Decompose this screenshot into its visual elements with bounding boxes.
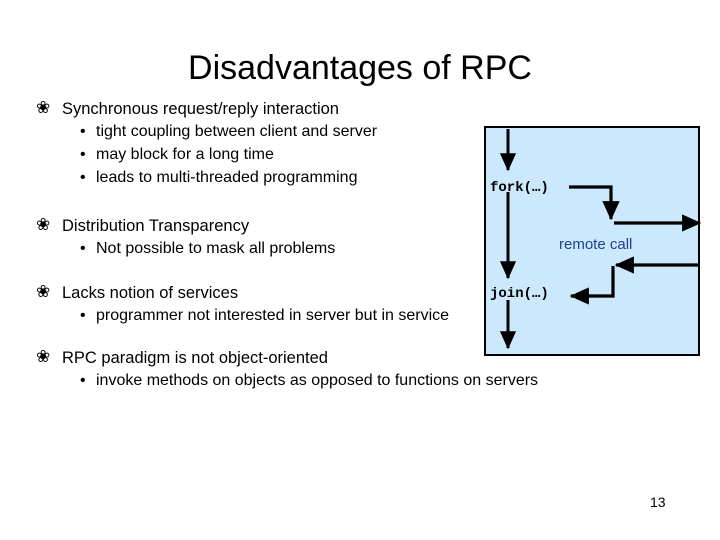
wingding-bullet-icon: ❀: [36, 98, 51, 118]
bullet-group-4: ❀ RPC paradigm is not object-oriented • …: [36, 347, 656, 392]
slide-body: ❀ Synchronous request/reply interaction …: [36, 98, 656, 392]
bullet-label: Distribution Transparency: [62, 217, 250, 235]
dot-bullet-icon: •: [80, 372, 86, 389]
sub-bullet-label: may block for a long time: [96, 146, 274, 163]
bullet-label: Synchronous request/reply interaction: [62, 100, 339, 118]
page-title: Disadvantages of RPC: [188, 49, 532, 87]
dot-bullet-icon: •: [80, 146, 86, 163]
dot-bullet-icon: •: [80, 169, 86, 186]
dot-bullet-icon: •: [80, 123, 86, 140]
sub-bullet-label: programmer not interested in server but …: [96, 307, 450, 324]
diagram-label-join: join(…): [490, 286, 549, 302]
spacer: [36, 327, 656, 347]
sub-bullet-item: • programmer not interested in server bu…: [36, 304, 656, 327]
diagram-label-fork: fork(…): [490, 180, 549, 196]
bullet-label: Lacks notion of services: [62, 284, 239, 302]
wingding-bullet-icon: ❀: [36, 215, 51, 235]
sub-bullet-label: leads to multi-threaded programming: [96, 169, 358, 186]
bullet-item: ❀ Distribution Transparency: [36, 215, 656, 237]
bullet-group-1: ❀ Synchronous request/reply interaction …: [36, 98, 656, 189]
sub-bullet-item: • tight coupling between client and serv…: [36, 120, 656, 143]
rpc-fork-join-diagram: [484, 126, 700, 356]
bullet-item: ❀ RPC paradigm is not object-oriented: [36, 347, 656, 369]
sub-bullet-item: • leads to multi-threaded programming: [36, 166, 656, 189]
page-number: 13: [650, 494, 666, 510]
bullet-label: RPC paradigm is not object-oriented: [62, 349, 328, 367]
dot-bullet-icon: •: [80, 240, 86, 257]
sub-bullet-item: • may block for a long time: [36, 143, 656, 166]
sub-bullet-label: tight coupling between client and server: [96, 123, 378, 140]
bullet-group-3: ❀ Lacks notion of services • programmer …: [36, 282, 656, 327]
sub-bullet-label: invoke methods on objects as opposed to …: [96, 372, 539, 389]
diagram-label-remote-call: remote call: [559, 236, 633, 253]
bullet-group-2: ❀ Distribution Transparency • Not possib…: [36, 215, 656, 260]
sub-bullet-item: • invoke methods on objects as opposed t…: [36, 369, 656, 392]
wingding-bullet-icon: ❀: [36, 282, 51, 302]
spacer: [36, 260, 656, 282]
dot-bullet-icon: •: [80, 307, 86, 324]
sub-bullet-item: • Not possible to mask all problems: [36, 237, 656, 260]
wingding-bullet-icon: ❀: [36, 347, 51, 367]
spacer: [36, 189, 656, 215]
sub-bullet-label: Not possible to mask all problems: [96, 240, 336, 257]
bullet-item: ❀ Lacks notion of services: [36, 282, 656, 304]
bullet-item: ❀ Synchronous request/reply interaction: [36, 98, 656, 120]
